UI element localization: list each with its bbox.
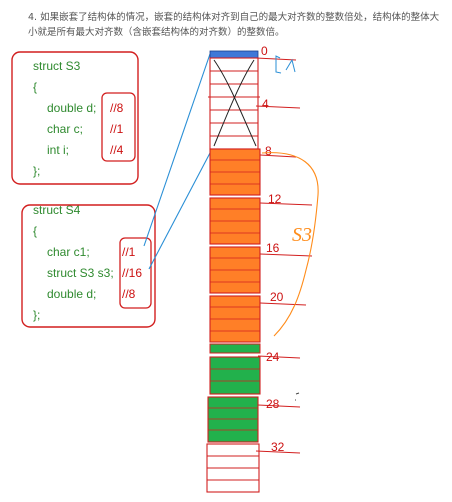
rule-body: 如果嵌套了结构体的情况，嵌套的结构体对齐到自己的最大对齐数的整数倍处，结构体的整…	[28, 12, 440, 38]
padding-cell-lines	[208, 70, 260, 137]
trailing-byte-lines	[207, 455, 259, 481]
offset-label-28: 28	[266, 397, 280, 411]
struct-s3-comment-outline	[101, 92, 136, 162]
member-decl: char c1;	[47, 245, 90, 259]
struct-s4-comment-outline	[119, 237, 152, 309]
member-align-comment: //8	[110, 101, 124, 115]
double-byte-lines	[208, 368, 260, 431]
offset-label-32: 32	[271, 440, 285, 454]
s3-span-brace	[261, 152, 319, 337]
struct-s3-header: struct S3	[33, 59, 81, 73]
member-decl: double d;	[47, 101, 97, 115]
offset-label-24: 24	[266, 350, 280, 364]
offset-tick-lines	[255, 57, 313, 454]
s3-member-block	[209, 148, 261, 343]
member-align-comment: //1	[110, 122, 124, 136]
struct-s4-outline	[21, 204, 156, 328]
offset-label-0: 0	[261, 44, 268, 58]
s3-byte-lines	[210, 159, 260, 332]
struct-s4-member-c1: char c1; //1	[33, 242, 135, 263]
struct-s4-open-brace: {	[33, 224, 38, 238]
double-d-block	[207, 343, 261, 443]
struct-s4-code: struct S4 { char c1; //1 struct S3 s3; /…	[33, 200, 142, 326]
offset-label-4: 4	[262, 97, 269, 111]
struct-s4-header: struct S4	[33, 203, 81, 217]
struct-s4-member-d: double d; //8	[33, 284, 135, 305]
offset-label-20: 20	[270, 290, 284, 304]
member-decl: char c;	[47, 122, 84, 136]
padding-cross-mark	[213, 59, 257, 147]
member-align-comment: //4	[110, 143, 124, 157]
struct-s3-code: struct S3 { double d; //8 char c; //1 in…	[33, 56, 123, 182]
offset-label-8: 8	[265, 144, 272, 158]
member-decl: struct S3 s3;	[47, 266, 114, 280]
s3-handwritten-label: S3	[292, 224, 312, 246]
struct-s3-open-brace: {	[33, 80, 38, 94]
offset-label-16: 16	[266, 241, 280, 255]
c1-connector-line	[143, 53, 211, 247]
member-align-comment: //8	[122, 287, 136, 301]
struct-s3-outline	[11, 51, 139, 185]
struct-s4-member-s3: struct S3 s3; //16	[33, 263, 142, 284]
struct-s3-member-d: double d; //8	[33, 98, 123, 119]
struct-s3-member-i: int i; //4	[33, 140, 123, 161]
padding-cross-mark	[213, 59, 255, 147]
member-decl: int i;	[47, 143, 70, 157]
char-c1-cell	[209, 50, 259, 59]
struct-s3-member-c: char c; //1	[33, 119, 123, 140]
rule-number: 4.	[28, 12, 38, 23]
alignment-rule-text: 4. 如果嵌套了结构体的情况，嵌套的结构体对齐到自己的最大对齐数的整数倍处，结构…	[28, 10, 444, 40]
stray-pen-mark	[295, 392, 300, 401]
member-decl: double d;	[47, 287, 97, 301]
offset-label-12: 12	[268, 192, 282, 206]
member-align-comment: //1	[122, 245, 136, 259]
struct-s4-close-brace: };	[33, 308, 41, 322]
s3-connector-line	[148, 152, 211, 270]
member-align-comment: //16	[122, 266, 143, 280]
scribble-mark	[275, 55, 296, 74]
struct-s3-close-brace: };	[33, 164, 41, 178]
